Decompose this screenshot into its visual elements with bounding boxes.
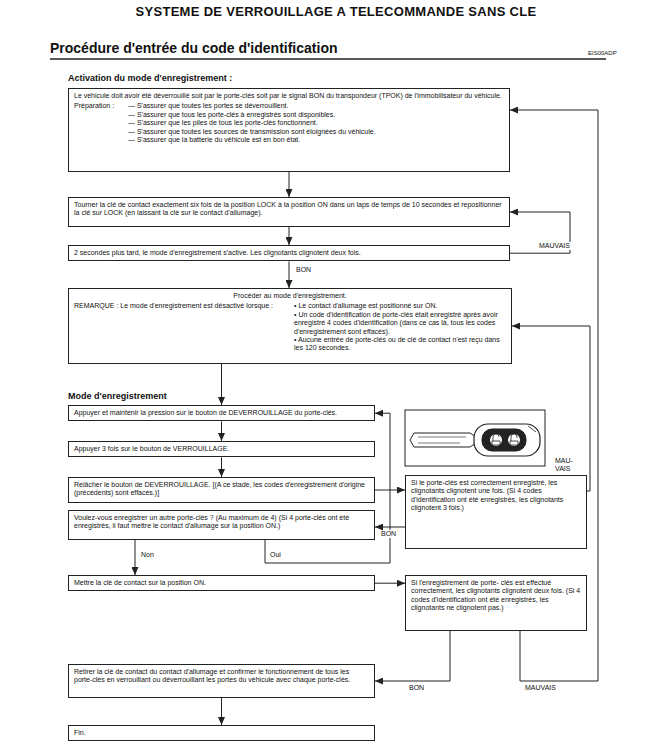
box-text: Voulez-vous enregistrer un autre porte-c… (74, 514, 369, 531)
box-text: — S'assurer que la batterie du véhicule … (128, 136, 504, 144)
process-box: Fin. (68, 725, 375, 741)
heading-rule (50, 58, 606, 60)
box-text: Retirer la clé de contact du contact d'a… (74, 668, 369, 685)
edge-label: MAU- VAIS (554, 457, 574, 472)
flow-arrow (289, 227, 290, 245)
edge-label: BON (408, 684, 425, 692)
box-text: Si le porte-clés est correctement enregi… (411, 479, 581, 513)
flow-arrow (135, 540, 136, 575)
process-box: Voulez-vous enregistrer un autre porte-c… (68, 510, 375, 540)
box-text: • Un code d'identification de porte-clés… (294, 311, 506, 336)
box-text: Fin. (74, 729, 369, 737)
edge-label: BON (295, 266, 312, 274)
box-text: — S'assurer que les piles de tous les po… (128, 119, 504, 127)
box-text: Appuyer 3 fois sur le bouton de VERROUIL… (74, 445, 369, 453)
process-box: Le véhicule doit avoir été déverrouillé … (68, 88, 510, 172)
key-fob-illustration (405, 410, 545, 466)
box-text: • Aucune entrée de porte-clés ou de clé … (294, 336, 506, 353)
process-box: Relâcher le bouton de DEVERROUILLAGE. [(… (68, 477, 375, 503)
box-text: Relâcher le bouton de DEVERROUILLAGE. [(… (74, 481, 369, 498)
box-text: — S'assurer que tous les porte-clés à en… (128, 111, 504, 119)
box-text: Appuyer et maintenir la pression sur le … (74, 409, 369, 417)
edge-label: Non (140, 551, 155, 559)
section-heading: Procédure d'entrée du code d'identificat… (50, 40, 337, 56)
process-box: Appuyer et maintenir la pression sur le … (68, 405, 375, 421)
process-box: 2 secondes plus tard, le mode d'enregist… (68, 245, 510, 261)
box-text: — S'assurer que toutes les sources de tr… (128, 128, 504, 136)
process-box: Retirer la clé de contact du contact d'a… (68, 664, 375, 698)
box-text: Le véhicule doit avoir été déverrouillé … (74, 92, 504, 100)
process-box: Procéder au mode d'enregistrement. REMARQ… (68, 288, 512, 364)
box-text: — S'assurer que toutes les portes se dév… (128, 102, 504, 110)
flow-arrow (375, 631, 450, 681)
reference-code: EIS00ADP (588, 50, 617, 56)
box-text: REMARQUE : Le mode d'enregistrement est … (74, 302, 288, 310)
edge-label: BON (380, 530, 397, 538)
flow-arrow (221, 698, 222, 725)
result-box: Si le porte-clés est correctement enregi… (405, 475, 587, 549)
flow-arrow (510, 212, 570, 253)
edge-label: MAUVAIS (538, 242, 571, 250)
process-box: Mettre la clé de contact sur la position… (68, 575, 375, 591)
flow-arrow (289, 261, 290, 288)
flow-arrow (512, 326, 590, 491)
box-text: 2 secondes plus tard, le mode d'enregist… (74, 249, 504, 257)
result-box: Si l'enregistrement de porte- clés est e… (405, 575, 587, 631)
page-title: SYSTEME DE VERROUILLAGE A TELECOMMANDE S… (0, 4, 672, 19)
section-label: Mode d'enregistrement (68, 391, 167, 401)
flow-arrow (221, 364, 222, 405)
flow-arrow (289, 172, 290, 197)
process-box: Appuyer 3 fois sur le bouton de VERROUIL… (68, 441, 375, 457)
box-text: Préparation : (74, 102, 124, 110)
box-text: Procéder au mode d'enregistrement. (74, 292, 506, 300)
process-box: Tourner la clé de contact exactement six… (68, 197, 510, 227)
flow-arrow (375, 583, 405, 584)
flow-arrow (221, 457, 222, 477)
edge-label: Oui (269, 551, 282, 559)
box-text: Si l'enregistrement de porte- clés est e… (411, 579, 581, 613)
box-text: • Le contact d'allumage est positionné s… (294, 302, 506, 310)
box-text: Mettre la clé de contact sur la position… (74, 579, 369, 587)
edge-label: MAUVAIS (524, 684, 557, 692)
box-text: Tourner la clé de contact exactement six… (74, 201, 504, 218)
section-label: Activation du mode d'enregistrement : (68, 73, 232, 83)
flow-arrow (221, 421, 222, 441)
